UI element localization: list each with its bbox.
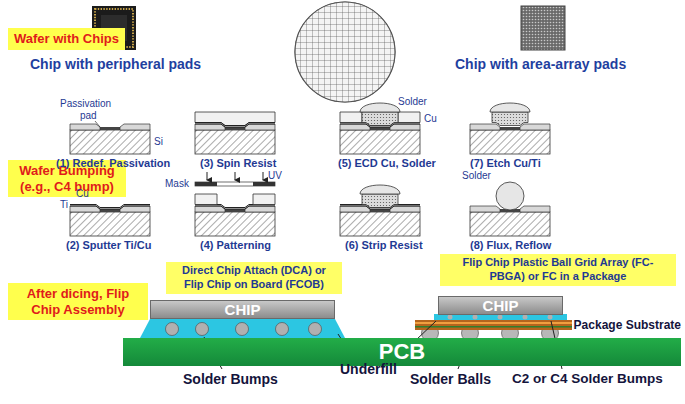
part-label: Underfill (340, 361, 397, 377)
process-step (195, 172, 275, 236)
process-step (340, 185, 420, 236)
part-label: pad (80, 110, 97, 121)
part-label: Ti (60, 199, 68, 210)
step-label: (8) Flux, Reflow (470, 239, 551, 251)
box-text: CHIP (483, 297, 519, 314)
section-label: Wafer with Chips (8, 28, 125, 50)
part-label: Cu (76, 188, 89, 199)
part-label: Package Substrate (574, 318, 681, 332)
part-label: C2 or C4 Solder Bumps (512, 371, 663, 386)
part-label: Cu (424, 113, 437, 124)
box-text: After dicing, Flip Chip Assembly (14, 286, 142, 317)
part-label: Solder Bumps (183, 371, 278, 387)
chip-photo (521, 6, 565, 50)
step-label: (1) Redef. Passivation (56, 157, 170, 169)
part-label: Passivation (60, 98, 111, 109)
chip-caption: Chip with peripheral pads (30, 56, 201, 72)
box-text: CHIP (225, 301, 261, 318)
chip-die: CHIP (438, 296, 563, 315)
part-label: Solder (462, 170, 491, 181)
process-step (70, 124, 150, 154)
assembly-type-box: Flip Chip Plastic Ball Grid Array (FC-PB… (440, 254, 676, 286)
step-label: (4) Patterning (200, 239, 271, 251)
chip-caption: Chip with area-array pads (455, 56, 626, 72)
part-label: Solder Balls (410, 371, 491, 387)
step-label: (5) ECD Cu, Solder (338, 157, 436, 169)
box-text: Direct Chip Attach (DCA) or Flip Chip on… (171, 264, 337, 292)
process-step (70, 205, 150, 237)
part-label: Mask (165, 178, 189, 189)
dca-assembly (140, 319, 345, 338)
step-label: (3) Spin Resist (200, 157, 276, 169)
chip-die: CHIP (150, 300, 335, 319)
step-label: (7) Etch Cu/Ti (470, 157, 541, 169)
part-label: Solder (398, 96, 427, 107)
step-label: (6) Strip Resist (345, 239, 423, 251)
process-step (195, 112, 275, 154)
pcb-board: PCB (123, 338, 681, 366)
process-step (340, 103, 420, 154)
step-label: (2) Sputter Ti/Cu (66, 239, 151, 251)
box-text: Wafer with Chips (14, 31, 119, 47)
process-step (470, 103, 550, 154)
part-label: Si (154, 136, 163, 147)
part-label: UV (268, 170, 282, 181)
process-step (470, 182, 550, 236)
box-text: Flip Chip Plastic Ball Grid Array (FC-PB… (445, 256, 671, 284)
assembly-type-box: Direct Chip Attach (DCA) or Flip Chip on… (166, 262, 342, 294)
section-label: After dicing, Flip Chip Assembly (8, 283, 148, 320)
wafer (295, 2, 395, 102)
